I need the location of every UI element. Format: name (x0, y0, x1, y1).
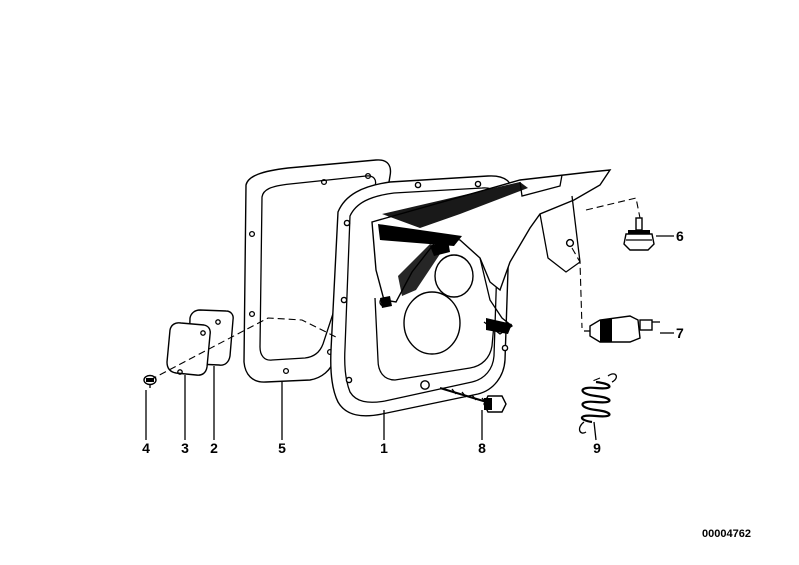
cover-plate-part-3 (166, 322, 211, 376)
callout-4: 4 (142, 440, 150, 456)
tension-spring-part-9 (578, 373, 617, 434)
callout-8: 8 (478, 440, 486, 456)
callout-2: 2 (210, 440, 218, 456)
callout-3: 3 (181, 440, 189, 456)
reference-code: 00004762 (702, 528, 751, 540)
callout-labels: 4 3 2 5 1 8 9 6 7 (142, 228, 684, 456)
leader-lines (145, 235, 674, 441)
nut-bolt-part-6 (623, 217, 655, 251)
hex-bolt-part-8 (439, 386, 507, 413)
housing-part-1 (330, 169, 612, 417)
callout-7: 7 (676, 325, 684, 341)
callout-1: 1 (380, 440, 388, 456)
assembly-lines (149, 197, 641, 383)
switch-part-7 (584, 315, 660, 343)
callout-5: 5 (278, 440, 286, 456)
callout-9: 9 (593, 440, 601, 456)
callout-6: 6 (676, 228, 684, 244)
